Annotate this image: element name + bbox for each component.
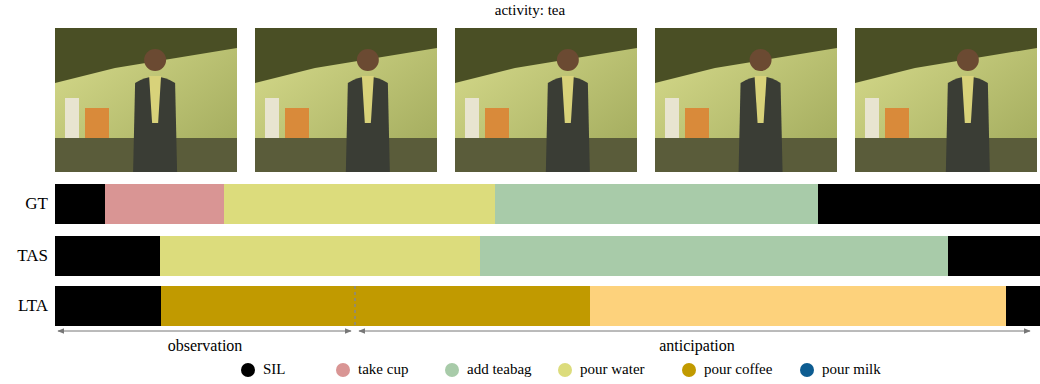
video-frame [255, 28, 437, 172]
person-body [946, 77, 990, 173]
video-frame [455, 28, 637, 172]
scarf [149, 76, 161, 123]
action-segment [55, 236, 160, 276]
cabinet [55, 28, 237, 83]
row-label: TAS [17, 246, 48, 266]
frame-background [655, 28, 837, 172]
bottle [465, 98, 479, 138]
legend-text: pour water [580, 361, 645, 378]
action-segment [55, 286, 161, 326]
person-head [750, 49, 772, 71]
span-label: observation [168, 337, 243, 355]
legend-item: take cup [336, 361, 408, 378]
person-body [739, 77, 783, 173]
legend-text: pour milk [822, 361, 881, 378]
observation-cut [354, 286, 356, 326]
bottle [665, 98, 679, 138]
person-body [133, 77, 177, 173]
box [85, 108, 109, 138]
action-segment [495, 184, 818, 224]
observation-span [58, 331, 351, 332]
frame-background [455, 28, 637, 172]
segment-bar [55, 236, 1040, 276]
person-head [144, 49, 166, 71]
action-segment [160, 236, 480, 276]
scarf [962, 76, 974, 123]
segment-bar [55, 286, 1040, 326]
legend-item: pour water [558, 361, 645, 378]
bottle [65, 98, 79, 138]
bottle [865, 98, 879, 138]
span-label: anticipation [659, 337, 735, 355]
action-segment [105, 184, 224, 224]
bottle [265, 98, 279, 138]
legend-item: add teabag [445, 361, 532, 378]
action-segment [1006, 286, 1040, 326]
legend-swatch [241, 363, 255, 377]
legend-item: pour milk [800, 361, 881, 378]
figure-title: activity: tea [495, 2, 565, 19]
row-label: GT [25, 194, 48, 214]
box [485, 108, 509, 138]
video-frame [55, 28, 237, 172]
legend-swatch [682, 363, 696, 377]
action-segment [55, 184, 105, 224]
scarf [755, 76, 767, 123]
legend-swatch [445, 363, 459, 377]
anticipation-span [359, 331, 1030, 332]
action-segment [224, 184, 495, 224]
legend-text: take cup [358, 361, 408, 378]
cabinet [855, 28, 1037, 83]
legend-text: SIL [263, 361, 286, 378]
person-body [546, 77, 590, 173]
person-head [557, 49, 579, 71]
scarf [362, 76, 374, 123]
action-segment [818, 184, 1040, 224]
frame-background [255, 28, 437, 172]
video-frame [855, 28, 1037, 172]
legend-text: add teabag [467, 361, 532, 378]
action-segment [161, 286, 590, 326]
cabinet [255, 28, 437, 83]
legend-item: pour coffee [682, 361, 772, 378]
frame-background [55, 28, 237, 172]
person-head [957, 49, 979, 71]
row-label: LTA [18, 296, 48, 316]
legend-swatch [800, 363, 814, 377]
video-frame [655, 28, 837, 172]
legend-swatch [558, 363, 572, 377]
box [285, 108, 309, 138]
box [885, 108, 909, 138]
person-body [346, 77, 390, 173]
person-head [357, 49, 379, 71]
scarf [562, 76, 574, 123]
action-segment [590, 286, 1006, 326]
legend-text: pour coffee [704, 361, 772, 378]
action-segment [948, 236, 1040, 276]
action-segment [480, 236, 948, 276]
frame-background [855, 28, 1037, 172]
segment-bar [55, 184, 1040, 224]
box [685, 108, 709, 138]
cabinet [655, 28, 837, 83]
legend-item: SIL [241, 361, 286, 378]
legend-swatch [336, 363, 350, 377]
cabinet [455, 28, 637, 83]
